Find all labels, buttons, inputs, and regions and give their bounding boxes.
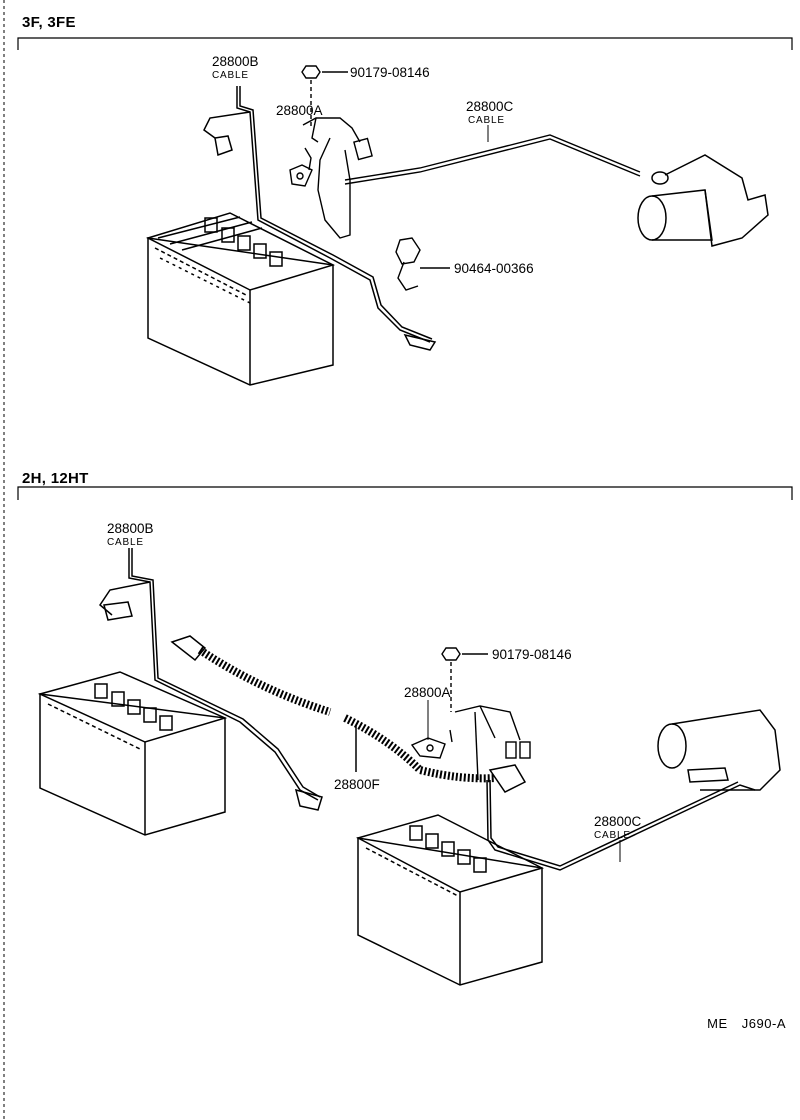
cable-28800b-bottom [99,548,323,811]
label-90179-bottom: 90179-08146 [492,647,572,662]
clip-90464 [395,237,450,291]
label-28800b-top: 28800B [212,54,259,69]
starter-motor-top [637,154,769,247]
label-28800c-bottom: 28800C [594,814,642,829]
battery-left [37,671,228,836]
label-28800a-top: 28800A [276,103,323,118]
label-28800f: 28800F [334,777,380,792]
sublabel-cable-c-bottom: CABLE [594,830,631,841]
section-title-3f: 3F, 3FE [22,14,76,31]
footer-code2: J690-A [741,1016,786,1031]
section-title-2h: 2H, 12HT [22,470,89,487]
footer-code1: ME [707,1016,728,1031]
section-bracket-bottom [17,486,793,500]
battery-right [356,814,545,986]
label-28800c-top: 28800C [466,99,514,114]
drawing-code: ME J690-A [697,1016,786,1031]
clamp-28800a-top [289,117,641,239]
cable-28800f [170,635,756,871]
nut-90179-top [301,65,348,126]
nut-90179-bottom [441,647,488,712]
sublabel-cable-b-bottom: CABLE [107,537,144,548]
section-bracket-top [17,37,793,50]
cable-28800b-top [203,86,437,351]
sublabel-cable-b-top: CABLE [212,70,249,81]
starter-motor-bottom [657,709,781,791]
label-90179-top: 90179-08146 [350,65,430,80]
label-90464: 90464-00366 [454,261,534,276]
leaders-bottom [427,700,621,862]
label-28800b-bottom: 28800B [107,521,154,536]
clamp-28800a-bottom [410,705,531,781]
label-28800a-bottom: 28800A [404,685,451,700]
battery-top [146,212,336,386]
sublabel-cable-c-top: CABLE [468,115,505,126]
